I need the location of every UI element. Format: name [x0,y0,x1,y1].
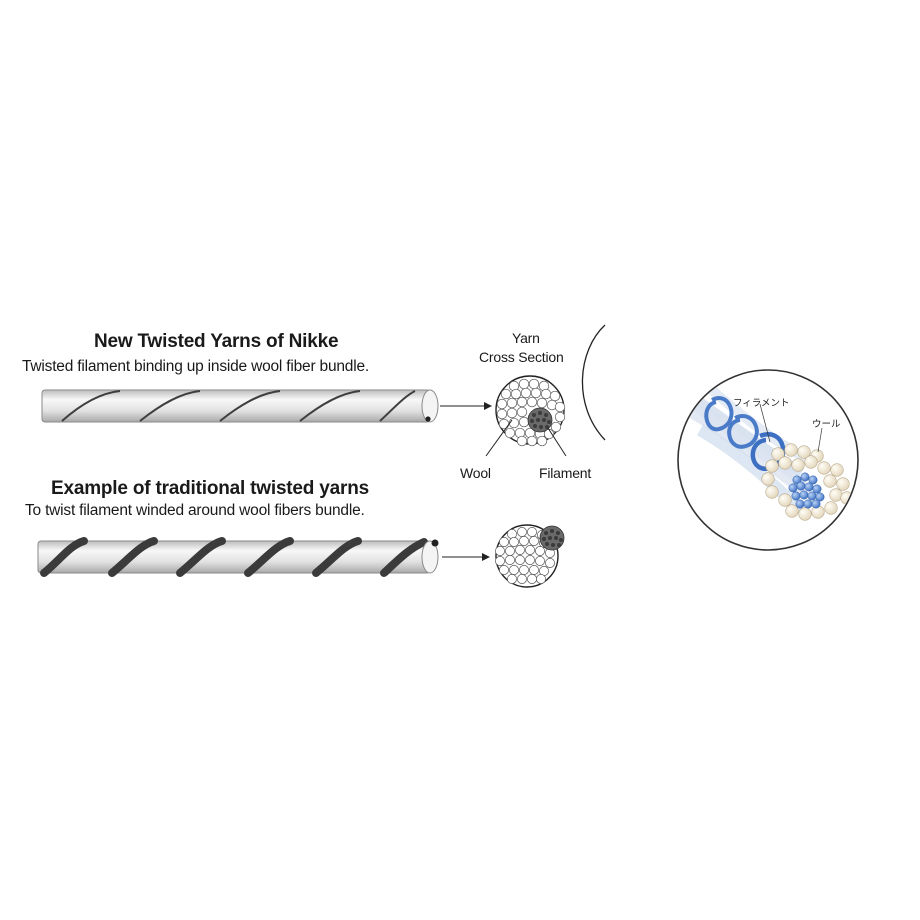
cross-section-title-line1: Yarn [512,330,540,346]
wool-label: Wool [460,465,491,481]
detail-wool-label: ウール [812,419,841,430]
arrow-traditional [442,553,490,561]
new-yarn-title: New Twisted Yarns of Nikke [94,331,339,352]
filament-label: Filament [539,465,592,481]
new-yarn-cross-section [485,375,567,457]
traditional-yarn-subtitle: To twist filament winded around wool fib… [25,502,365,519]
bracket-arc [581,324,606,441]
detail-illustration [677,369,859,551]
traditional-yarn-cross-section [495,524,565,588]
traditional-yarn-strand [37,537,439,577]
arrow-new [440,402,492,410]
detail-filament-label: フィラメント [733,398,790,409]
cross-section-title-line2: Cross Section [479,349,564,365]
traditional-yarn-title: Example of traditional twisted yarns [51,478,369,499]
new-yarn-strand [41,389,439,423]
new-yarn-subtitle: Twisted filament binding up inside wool … [22,358,369,375]
